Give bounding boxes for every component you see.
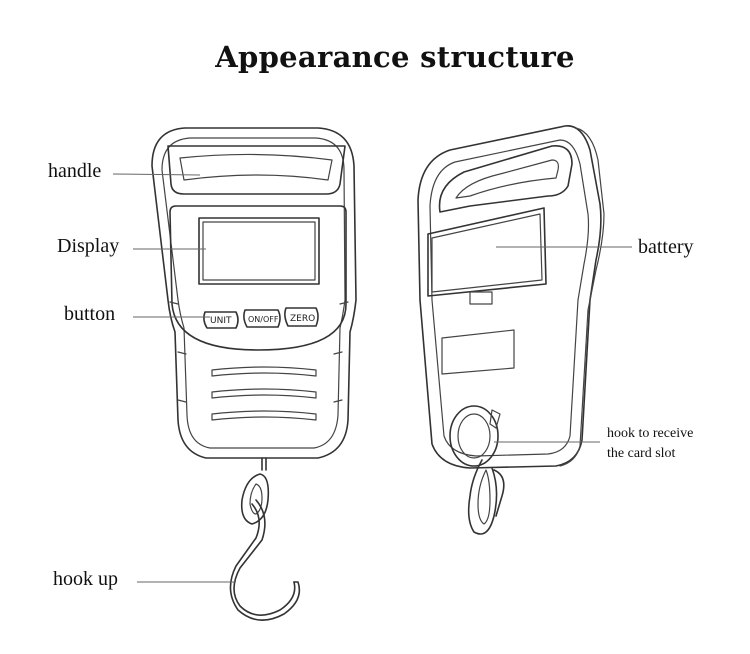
card-slot-hook — [489, 409, 501, 429]
back-chain-inner — [477, 469, 491, 525]
battery-cover-inner — [431, 213, 543, 293]
hook-ring-inner — [457, 413, 491, 459]
back-label-plate — [441, 329, 515, 375]
back-handle-grip — [455, 159, 559, 199]
page-title: Appearance structure — [215, 40, 575, 74]
hook-up — [233, 499, 296, 616]
chain-link — [240, 473, 270, 525]
hook-stem — [261, 457, 267, 471]
battery-latch — [469, 291, 493, 305]
back-body-side — [559, 127, 605, 467]
label-battery: battery — [638, 236, 694, 258]
front-body-outline — [151, 127, 357, 459]
button-unit-label: UNIT — [210, 316, 232, 326]
button-on-off-label: ON/OFF — [248, 315, 279, 324]
button-unit: UNIT — [203, 311, 239, 329]
label-handle: handle — [48, 160, 102, 182]
back-view — [417, 125, 605, 535]
button-on-off: ON/OFF — [243, 309, 281, 328]
button-zero-label: ZERO — [290, 314, 315, 324]
back-body-outline — [417, 125, 602, 469]
label-hook-receive-line2: the card slot — [607, 446, 676, 461]
lcd-screen-inner — [202, 221, 316, 281]
label-hook-receive-line1: hook to receive — [607, 426, 694, 441]
leader-handle — [112, 173, 201, 176]
grip-ridge — [211, 410, 317, 421]
side-notches — [169, 301, 349, 403]
front-body-inner — [161, 137, 346, 449]
leader-lines — [112, 173, 632, 583]
label-display: Display — [57, 235, 120, 257]
handle-grip — [179, 153, 333, 181]
hook-up-outer — [229, 503, 301, 621]
chain-link-inner — [249, 483, 263, 515]
label-button: button — [64, 303, 116, 325]
display-panel — [169, 205, 347, 351]
handle-opening — [167, 145, 346, 195]
battery-cover — [427, 207, 547, 297]
back-chain — [467, 459, 498, 535]
grip-ridge — [211, 366, 317, 377]
grip-ridge — [211, 388, 317, 399]
label-hook-up: hook up — [53, 568, 118, 590]
front-view: UNIT ON/OFF ZERO — [151, 127, 357, 621]
button-zero: ZERO — [284, 307, 319, 327]
back-handle-opening — [438, 145, 573, 213]
back-body-inner — [429, 139, 590, 457]
back-chain-link — [493, 469, 505, 517]
hook-ring-outer — [449, 405, 499, 467]
lcd-screen — [198, 217, 320, 285]
